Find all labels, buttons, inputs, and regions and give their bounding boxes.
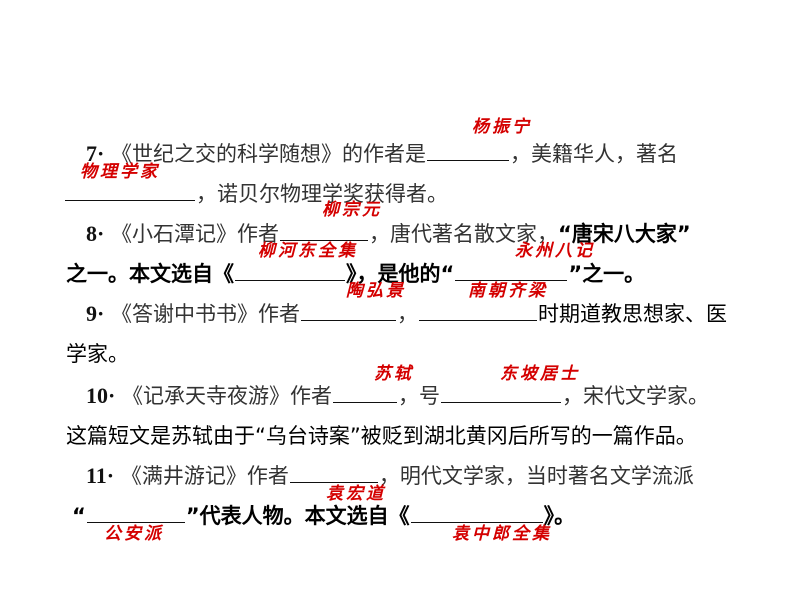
answer-q7-profession: 物理学家: [80, 162, 160, 182]
question-text: 之一。本文选自《: [66, 262, 234, 286]
question-number: 8: [86, 221, 97, 246]
question-9-line-2: 学家。: [66, 340, 129, 368]
question-text: ，号: [398, 384, 441, 408]
question-text: 《满井游记》作者: [120, 464, 289, 488]
question-7-line-1: 7· 《世纪之交的科学随想》的作者是 ，美籍华人，著名: [86, 140, 678, 168]
answer-blank: [235, 260, 345, 281]
answer-blank: [65, 180, 195, 201]
question-text: ，宋代文学家。: [562, 384, 710, 408]
answer-q7-author: 杨振宁: [472, 117, 532, 137]
answer-q9-period: 南朝齐梁: [468, 281, 548, 301]
question-number: 11: [86, 463, 107, 488]
answer-blank: [301, 300, 397, 321]
answer-q8-author: 柳宗元: [322, 200, 382, 220]
answer-q11-author: 袁宏道: [326, 484, 386, 504]
question-text: 这篇短文是苏轼由于“乌台诗案”被贬到湖北黄冈后所写的一篇作品。: [66, 424, 697, 448]
question-11-line-1: 11· 《满井游记》作者 ，明代文学家，当时著名文学流派: [86, 462, 694, 490]
question-text: 时期道教思想家、医: [538, 302, 728, 326]
question-text: 学家。: [66, 342, 129, 366]
question-text: 《世纪之交的科学随想》的作者是: [111, 142, 427, 166]
answer-blank: [86, 502, 185, 523]
question-10-line-1: 10· 《记承天寺夜游》作者 ，号 ，宋代文学家。: [86, 382, 709, 410]
answer-blank: [410, 502, 543, 523]
question-9-line-1: 9· 《答谢中书书》作者 ， 时期道教思想家、医: [86, 300, 727, 328]
question-dot: ·: [108, 383, 116, 408]
question-dot: ·: [97, 141, 105, 166]
question-dot: ·: [97, 301, 105, 326]
answer-q10-author: 苏轼: [374, 364, 414, 384]
answer-q9-author: 陶弘景: [346, 281, 406, 301]
question-text: 《答谢中书书》作者: [111, 302, 301, 326]
answer-q11-school: 公安派: [104, 524, 164, 544]
question-text: ，诺贝尔物理学奖获得者。: [196, 182, 448, 206]
question-text: ，明代文学家，当时著名文学流派: [378, 464, 694, 488]
question-number: 9: [86, 301, 97, 326]
answer-blank: [289, 462, 378, 483]
question-text: 《小石潭记》作者: [111, 222, 280, 246]
answer-blank: [427, 140, 510, 161]
question-dot: ·: [106, 463, 115, 488]
question-number: 10: [86, 383, 108, 408]
question-text: ，: [397, 302, 419, 326]
answer-blank: [419, 300, 538, 321]
question-7-line-2: ，诺贝尔物理学奖获得者。: [64, 180, 448, 208]
question-text: 《记承天寺夜游》作者: [122, 384, 333, 408]
question-text: ，唐代著名散文家，: [369, 222, 559, 246]
question-text: ，美籍华人，著名: [510, 142, 679, 166]
question-text: “唐宋八大家”: [558, 222, 691, 246]
answer-q11-collection: 袁中郎全集: [452, 524, 552, 544]
answer-blank: [333, 382, 398, 403]
answer-q10-alias: 东坡居士: [500, 364, 580, 384]
question-text: ”之一。: [568, 262, 646, 286]
question-dot: ·: [97, 221, 105, 246]
question-8-line-2: 之一。本文选自《 》，是他的“ ”之一。: [66, 260, 645, 288]
answer-blank: [441, 382, 562, 403]
answer-q8-series: 永州八记: [515, 241, 595, 261]
question-8-line-1: 8· 《小石潭记》作者 ，唐代著名散文家，“唐宋八大家”: [86, 220, 691, 248]
question-11-line-2: “ ”代表人物。本文选自《 》。: [72, 502, 575, 530]
question-text: 》。: [543, 504, 576, 528]
answer-q8-collection: 柳河东全集: [258, 241, 358, 261]
question-10-line-2: 这篇短文是苏轼由于“乌台诗案”被贬到湖北黄冈后所写的一篇作品。: [66, 422, 697, 450]
question-text: ”代表人物。本文选自《: [185, 504, 410, 528]
question-text: 》，是他的“: [346, 262, 455, 286]
answer-blank: [280, 220, 369, 241]
answer-blank: [455, 260, 568, 281]
question-text: “: [72, 504, 86, 528]
question-number: 7: [86, 141, 97, 166]
